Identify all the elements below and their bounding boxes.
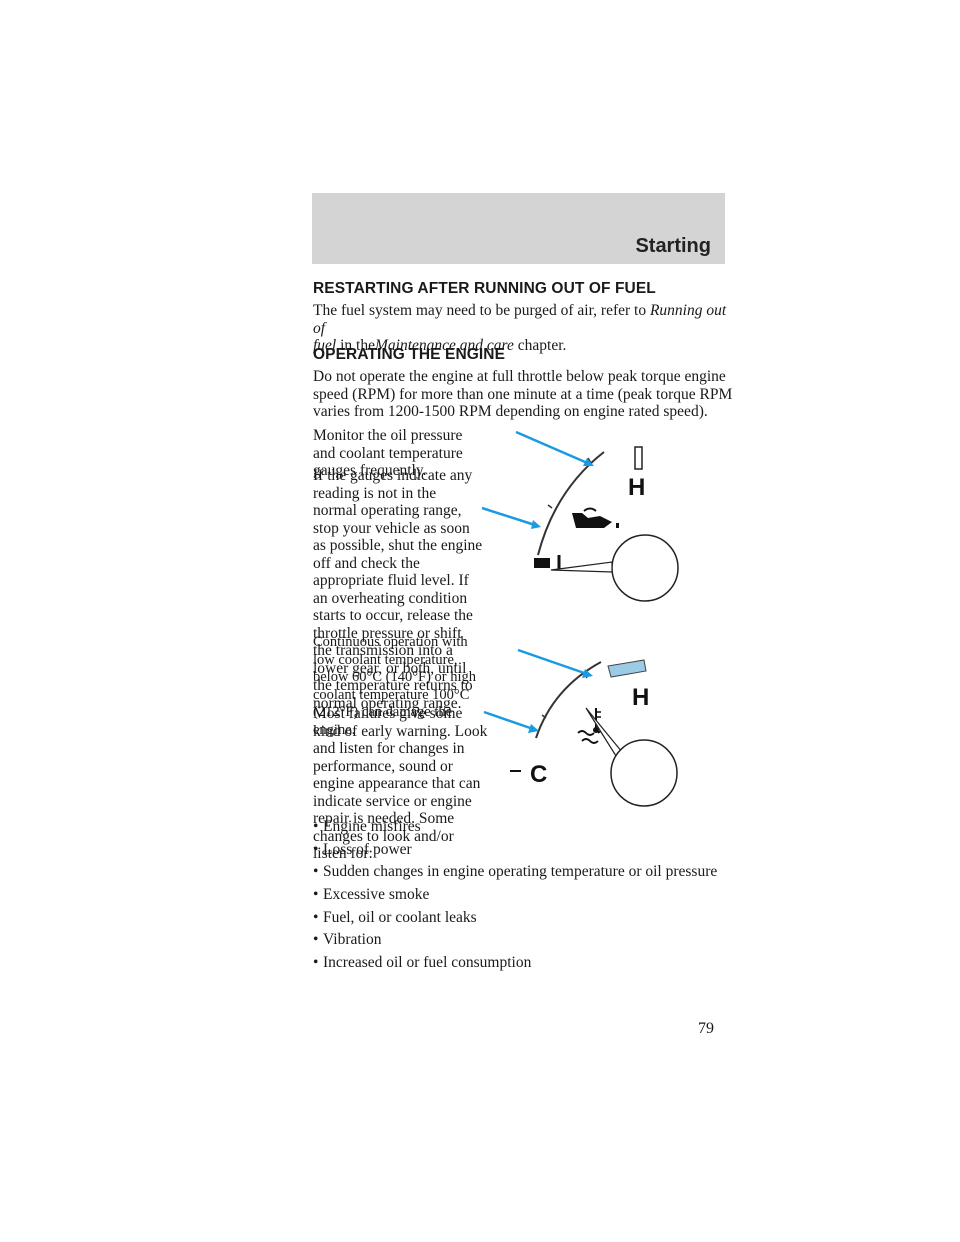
list-item: •Fuel, oil or coolant leaks — [313, 908, 477, 926]
list-item: •Sudden changes in engine operating temp… — [313, 863, 718, 881]
oil-can-icon — [572, 507, 619, 528]
list-item: •Increased oil or fuel consumption — [313, 954, 532, 972]
heading-operating: OPERATING THE ENGINE — [313, 346, 506, 363]
coolant-temperature-gauge-illustration: H C — [483, 648, 678, 807]
temp-gauge-low-label: C — [530, 761, 547, 788]
operating-paragraph-2: Monitor the oil pressure and coolant tem… — [313, 427, 463, 479]
oil-pressure-gauge-illustration: H — [481, 430, 679, 602]
arrow-high-range — [515, 430, 593, 467]
oil-gauge-high-label: H — [628, 474, 645, 501]
running-out-link-part2: fuel — [313, 337, 337, 354]
arrow-high-temp — [517, 648, 591, 677]
section-header-band: Starting — [312, 193, 725, 264]
list-item: •Engine misfires — [313, 818, 421, 835]
section-title: Starting — [635, 235, 711, 257]
restart-text-3: chapter. — [517, 337, 567, 354]
restart-text-1: The fuel system may need to be purged of… — [313, 302, 647, 319]
operating-paragraph-1: Do not operate the engine at full thrott… — [313, 368, 733, 420]
low-zone-marker — [534, 558, 550, 568]
temp-gauge-high-label: H — [632, 684, 649, 711]
operating-paragraph-5: Most failures give some kind of early wa… — [313, 705, 488, 862]
warning-signs-list: •Engine misfires •Loss of power •Sudden … — [313, 818, 717, 977]
coolant-temp-icon — [577, 708, 607, 744]
heading-restarting: RESTARTING AFTER RUNNING OUT OF FUEL — [313, 280, 656, 297]
arrow-low-temp — [483, 710, 537, 732]
temp-gauge-needle-hub — [610, 739, 678, 807]
running-out-link-part1: Running out of — [313, 302, 727, 337]
hot-zone-marker — [607, 659, 647, 678]
maintenance-chapter-ref: Maintenance and care — [375, 337, 514, 354]
operating-paragraph-3: If the gauges indicate any reading is no… — [313, 467, 483, 712]
restart-paragraph: The fuel system may need to be purged of… — [313, 302, 733, 355]
page-number: 79 — [698, 1020, 714, 1037]
restart-text-2: in the — [340, 337, 375, 354]
arrow-low-range — [481, 506, 539, 528]
operating-paragraph-4: Continuous operation with low coolant te… — [313, 634, 477, 738]
oil-gauge-needle-hub — [611, 534, 679, 602]
list-item: •Vibration — [313, 931, 382, 949]
list-item: •Loss of power — [313, 840, 412, 858]
list-item: •Excessive smoke — [313, 886, 430, 904]
